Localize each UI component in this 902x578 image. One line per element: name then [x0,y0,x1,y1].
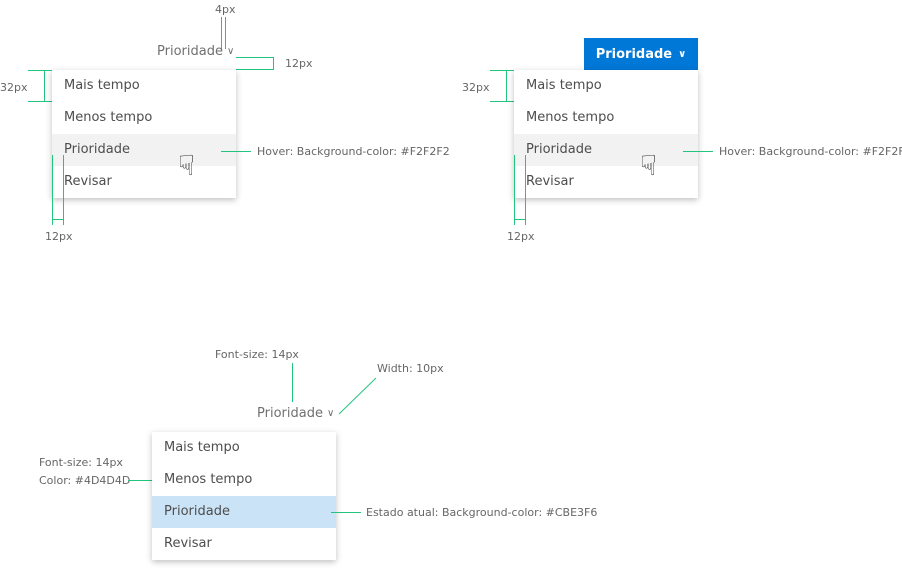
menu-item-menos-tempo[interactable]: Menos tempo [64,110,153,125]
menu-item-prioridade-hover[interactable]: Prioridade [514,134,698,166]
hover-callout-line [221,151,251,152]
hover-annotation: Hover: Background-color: #F2F2F2 [257,145,450,158]
item-height-line-bottom-2 [490,101,514,102]
item-height-annotation: 32px [0,81,28,94]
hover-callout-line-2 [683,151,713,152]
dropdown-menu: Mais tempo Menos tempo Prioridade Revisa… [52,70,236,198]
menu-item-revisar[interactable]: Revisar [164,536,212,551]
menu-item-menos-tempo[interactable]: Menos tempo [526,110,615,125]
pad-left-line-horizontal [52,219,64,220]
menu-item-mais-tempo[interactable]: Mais tempo [164,440,240,455]
pad-left-line-inner-2 [525,155,526,225]
gap-annotation: 4px [215,3,236,16]
item-height-line-vertical-2 [506,70,507,102]
pad-left-line-outer-2 [514,155,515,225]
sort-trigger-spec[interactable]: Prioridade ∨ [257,406,334,421]
trigger-label-spec: Prioridade [257,406,323,421]
dropdown-menu-2: Mais tempo Menos tempo Prioridade Revisa… [514,70,698,198]
item-height-annotation-2: 32px [462,81,490,94]
menu-item-prioridade-current[interactable]: Prioridade [152,496,336,528]
hand-pointer-icon: ☟ [178,149,196,182]
sort-trigger-primary[interactable]: Prioridade ∨ [584,38,698,70]
pad-left-annotation-2: 12px [507,230,535,243]
pad-right-line-bottom [236,69,274,70]
font-size-trigger-annotation: Font-size: 14px [215,348,299,361]
pad-left-annotation: 12px [45,230,73,243]
items-color-line [128,480,158,481]
menu-item-prioridade-hover[interactable]: Prioridade [52,134,236,166]
item-height-line-top [28,70,52,71]
font-size-items-annotation: Font-size: 14px [39,456,123,469]
chevron-down-icon: ∨ [678,48,687,60]
sort-trigger[interactable]: Prioridade ∨ [157,44,234,59]
current-state-annotation: Estado atual: Background-color: #CBE3F6 [366,506,598,519]
trigger-label-primary: Prioridade [595,46,673,62]
menu-item-mais-tempo[interactable]: Mais tempo [64,78,140,93]
font-size-trigger-line [292,363,293,402]
items-color-annotation: Color: #4D4D4D [39,474,131,487]
gap-line-left [221,17,222,49]
chevron-down-icon: ∨ [326,408,335,419]
hover-annotation-2: Hover: Background-color: #F2F2F2 [719,145,902,158]
pad-left-line-horizontal-2 [514,219,526,220]
item-height-line-top-2 [490,70,514,71]
pad-right-line-vertical [273,57,274,70]
pad-right-line-top [236,57,274,58]
chevron-width-annotation: Width: 10px [377,362,444,375]
hand-pointer-icon: ☟ [640,149,658,182]
dropdown-menu-3: Mais tempo Menos tempo Prioridade Revisa… [152,432,336,560]
menu-item-menos-tempo[interactable]: Menos tempo [164,472,253,487]
gap-line-right [225,17,226,49]
menu-item-revisar[interactable]: Revisar [64,174,112,189]
item-height-line-vertical [44,70,45,102]
chevron-width-line [338,377,377,415]
chevron-down-icon: ∨ [226,46,235,57]
pad-left-line-inner [63,155,64,225]
trigger-label: Prioridade [157,44,223,59]
item-height-line-bottom [28,101,52,102]
pad-right-annotation: 12px [285,57,313,70]
current-state-line [331,512,361,513]
menu-item-mais-tempo[interactable]: Mais tempo [526,78,602,93]
pad-left-line-outer [52,155,53,225]
menu-item-revisar[interactable]: Revisar [526,174,574,189]
